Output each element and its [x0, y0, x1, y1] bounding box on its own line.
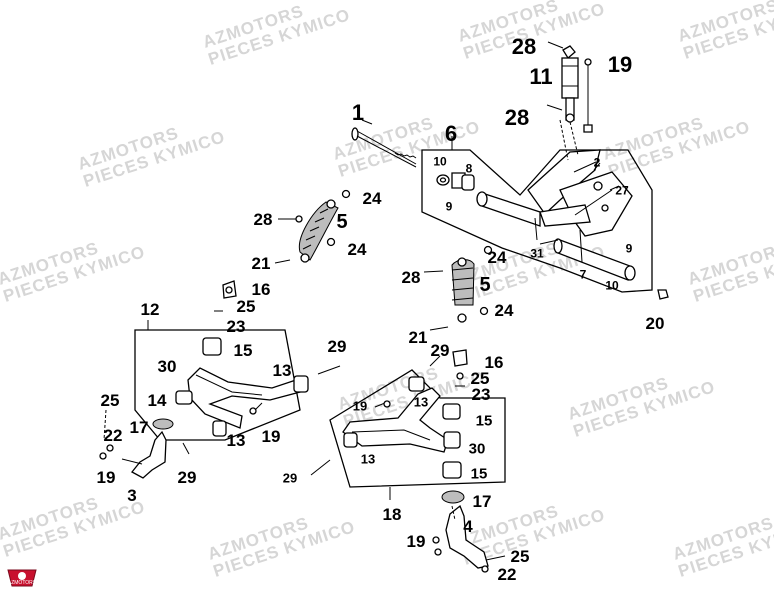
callout-22: 22	[498, 565, 517, 584]
callout-10: 10	[433, 154, 447, 168]
nut-part-20	[657, 289, 669, 300]
callout-29: 29	[431, 341, 450, 360]
logo-emblem-icon	[18, 572, 26, 580]
callout-1: 1	[352, 100, 364, 125]
callout-21: 21	[409, 328, 428, 347]
callout-19: 19	[97, 468, 116, 487]
callout-22: 22	[104, 426, 123, 445]
callout-19: 19	[353, 399, 367, 414]
callout-2: 2	[594, 155, 601, 169]
callout-14: 14	[148, 391, 167, 410]
callout-13: 13	[414, 395, 428, 410]
callout-16: 16	[252, 280, 271, 299]
callout-10: 10	[605, 278, 619, 292]
callout-24: 24	[495, 301, 514, 320]
callout-27: 27	[615, 183, 629, 197]
knuckle-left-part-3	[99, 418, 190, 479]
front-shock-left-part-5	[274, 189, 351, 264]
callout-19: 19	[608, 52, 632, 77]
group-box-12	[134, 329, 301, 441]
callout-15: 15	[476, 412, 493, 429]
callout-25: 25	[101, 391, 120, 410]
callout-16: 16	[485, 353, 504, 372]
callout-9: 9	[446, 199, 453, 213]
callout-13: 13	[227, 431, 246, 450]
callout-25: 25	[237, 297, 256, 316]
lower-arm-right-part-18	[310, 349, 468, 479]
callout-29: 29	[178, 468, 197, 487]
callout-17: 17	[473, 492, 492, 511]
callout-28: 28	[512, 34, 536, 59]
long-bolt-part-1	[351, 119, 417, 168]
leader-lines	[103, 136, 613, 521]
callout-9: 9	[626, 241, 633, 255]
callout-24: 24	[363, 189, 382, 208]
callout-21: 21	[252, 254, 271, 273]
callout-19: 19	[407, 532, 426, 551]
callout-24: 24	[488, 248, 507, 267]
front-shock-right-part-5	[423, 245, 493, 331]
callout-13: 13	[361, 452, 375, 467]
callout-8: 8	[466, 161, 473, 175]
swing-arm-part-6	[436, 149, 636, 281]
lower-arm-left-part-12	[175, 337, 341, 437]
callout-3: 3	[127, 486, 136, 505]
brand-logo: AZMOTORS	[7, 569, 37, 587]
callout-25: 25	[511, 547, 530, 566]
callout-28: 28	[254, 210, 273, 229]
callout-29: 29	[283, 471, 297, 486]
callout-29: 29	[328, 337, 347, 356]
bushing-set-left-16-25-23	[214, 280, 237, 312]
callout-15: 15	[471, 465, 488, 482]
callout-28: 28	[402, 268, 421, 287]
callout-17: 17	[130, 418, 149, 437]
rear-shock-part-11	[546, 41, 593, 161]
callout-18: 18	[383, 505, 402, 524]
knuckle-right-part-4	[432, 490, 506, 573]
callout-25: 25	[471, 369, 490, 388]
callout-28: 28	[505, 105, 529, 130]
callout-11: 11	[529, 64, 552, 89]
group-box-18	[329, 369, 506, 488]
callout-23: 23	[227, 317, 246, 336]
callout-24: 24	[348, 240, 367, 259]
callout-12: 12	[141, 300, 160, 319]
callout-4: 4	[463, 517, 473, 536]
callout-5: 5	[479, 274, 490, 296]
group-box-6	[421, 149, 653, 293]
callout-20: 20	[646, 314, 665, 333]
callout-13: 13	[273, 361, 292, 380]
callout-7: 7	[580, 267, 587, 281]
callout-6: 6	[445, 121, 457, 146]
callout-31: 31	[530, 246, 544, 260]
callout-30: 30	[158, 357, 177, 376]
callout-15: 15	[234, 341, 253, 360]
callout-5: 5	[336, 211, 347, 233]
callout-19: 19	[262, 427, 281, 446]
logo-text: AZMOTORS	[8, 580, 37, 586]
callout-30: 30	[469, 440, 486, 457]
callout-23: 23	[472, 385, 491, 404]
